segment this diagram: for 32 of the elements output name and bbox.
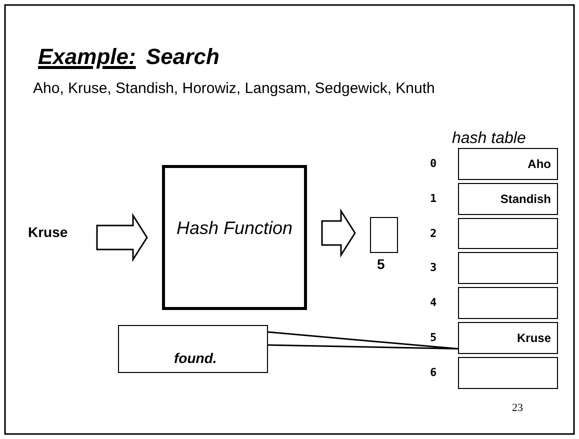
box-label: Hash Function [175, 218, 294, 240]
index-label: 0 [430, 157, 437, 170]
table-cell [458, 287, 558, 319]
page-number: 23 [512, 402, 523, 414]
index-label: 4 [430, 296, 437, 310]
name-list: Aho, Kruse, Standish, Horowiz, Langsam, Sedgewick, Knuth [33, 80, 435, 97]
table-title: hash table [452, 130, 526, 148]
cell-value: Aho [528, 157, 551, 171]
key-label: Kruse [28, 224, 68, 240]
callout-text: found. [174, 350, 217, 366]
table-cell [458, 148, 558, 180]
table-cell [458, 252, 558, 284]
callout-box [118, 325, 268, 373]
block-arrow [321, 208, 356, 258]
hash-value: 5 [377, 256, 385, 272]
index-label: 3 [430, 261, 437, 274]
table-cell [458, 218, 558, 250]
table-cell [458, 182, 558, 215]
result-box [370, 217, 398, 253]
index-label: 1 [430, 192, 437, 205]
index-label: 6 [430, 366, 437, 379]
hash-function-box [162, 165, 307, 310]
block-arrow [96, 212, 148, 262]
callout-pointer [267, 331, 459, 350]
table-cell [458, 356, 558, 389]
title-label: Example: [38, 44, 136, 70]
table-cell [458, 322, 558, 354]
cell-value: Standish [500, 192, 551, 206]
cell-value: Kruse [516, 331, 551, 345]
index-label: 2 [430, 226, 437, 240]
index-label: 5 [430, 331, 437, 344]
title: Search [146, 44, 220, 70]
